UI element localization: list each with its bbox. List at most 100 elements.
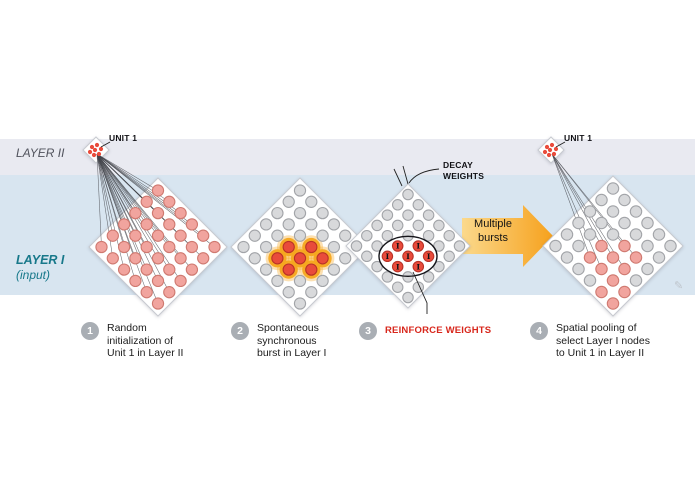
layer1-node <box>339 229 352 242</box>
weight-glyph: I <box>427 252 431 261</box>
layer1-node <box>606 228 620 241</box>
weight-glyph: I <box>417 242 421 251</box>
layer1-node <box>443 229 455 242</box>
layer1-node <box>282 195 295 208</box>
layer1-node <box>174 274 187 288</box>
unit1-dot <box>542 149 548 155</box>
layer1-node <box>327 240 341 254</box>
layer1-node <box>402 250 414 263</box>
layer1-node <box>117 263 131 276</box>
layer1-node <box>422 229 435 242</box>
layer1-node <box>282 240 295 254</box>
caption-line: initialization of <box>107 334 173 347</box>
layer1-node <box>560 228 574 241</box>
layer1-node <box>174 229 187 242</box>
layer1-node <box>391 260 404 273</box>
layer1-node <box>197 229 210 242</box>
connection-line <box>551 153 637 258</box>
layer1-node <box>664 239 677 253</box>
layer1-node <box>422 209 435 221</box>
layer1-node <box>327 263 341 276</box>
layer1-node <box>140 263 153 276</box>
layer1-node <box>618 262 631 276</box>
layer1-node <box>595 216 608 230</box>
pointer-line <box>555 141 566 148</box>
layer1-node <box>641 239 654 253</box>
layer1-node <box>271 229 284 242</box>
caption-line: Unit 1 in Layer II <box>107 347 184 359</box>
connection-line <box>96 153 102 248</box>
caption-text: Spatial pooling of select Layer I nodes … <box>556 322 650 360</box>
layer1-node <box>412 199 425 211</box>
layer1-node <box>412 219 425 232</box>
layer1-node <box>151 229 165 242</box>
connection-line <box>551 153 591 258</box>
caption-step-1: 1 Random initialization of Unit 1 in Lay… <box>81 322 183 360</box>
layer1-node <box>163 263 176 276</box>
layer1-node <box>140 240 153 254</box>
weight-glyph: I <box>396 242 400 251</box>
weight-glyph: I <box>406 252 410 261</box>
layer1-node <box>583 274 597 287</box>
layer1-node <box>583 228 597 241</box>
unit1-dot <box>551 151 557 157</box>
layer1-node <box>422 271 435 283</box>
layer1-node <box>185 240 199 254</box>
layer1-node <box>572 239 585 253</box>
layer1-node <box>381 271 394 283</box>
layer1-node <box>293 274 307 288</box>
connection-line <box>551 153 602 270</box>
layer1-node <box>106 252 119 265</box>
unit1-dot <box>91 152 97 158</box>
caption-step-3: 3 REINFORCE WEIGHTS <box>359 322 491 340</box>
layer1-node <box>316 274 329 288</box>
connection-line <box>96 153 193 270</box>
layer1-node <box>339 252 352 265</box>
layer1-node <box>618 285 631 299</box>
step-number-badge: 1 <box>81 322 99 340</box>
layer1-node <box>618 193 631 207</box>
layer1-node <box>391 219 404 232</box>
layer1-node <box>271 206 284 220</box>
connection-line <box>96 153 204 236</box>
layer1-node <box>140 218 153 231</box>
layer1-grid-tile <box>345 183 471 309</box>
connection-line <box>96 153 170 293</box>
layer1-node <box>163 240 176 254</box>
layer1-node <box>595 193 608 207</box>
layer1-node <box>129 229 142 242</box>
layer1-node <box>618 239 631 253</box>
layer1-node <box>293 184 307 197</box>
weight-glyph: I <box>386 252 390 261</box>
unit1-dot <box>98 146 104 152</box>
layer1-node <box>629 205 643 218</box>
layer1-node <box>629 251 643 264</box>
layer1-node <box>361 229 373 242</box>
layer1-node <box>129 274 142 288</box>
layer1-node <box>174 252 187 265</box>
layer1-node <box>433 219 445 232</box>
layer1-node <box>259 218 273 231</box>
layer1-node <box>572 262 585 276</box>
layer1-node <box>606 297 620 310</box>
layer1-node <box>316 206 329 220</box>
layer1-node <box>106 229 119 242</box>
unit1-label-panel1: UNIT 1 <box>109 133 138 143</box>
unit1-dot <box>96 151 102 157</box>
layer1-node <box>259 240 273 254</box>
layer1-node <box>151 274 165 288</box>
pointer-line <box>408 168 440 184</box>
weight-glyph: I <box>396 262 400 271</box>
layer1-node <box>305 263 318 276</box>
layer1-node <box>316 229 329 242</box>
layer1-node <box>151 297 165 310</box>
step-number-badge: 4 <box>530 322 548 340</box>
decay-weights-label: DECAY WEIGHTS <box>443 160 485 181</box>
layer1-node <box>95 240 108 254</box>
layer1-node <box>305 240 318 254</box>
layer1-node <box>641 262 654 276</box>
layer1-node <box>549 239 562 253</box>
layer1-node <box>293 297 307 310</box>
layer1-node <box>618 216 631 230</box>
layer1-node <box>412 240 425 252</box>
